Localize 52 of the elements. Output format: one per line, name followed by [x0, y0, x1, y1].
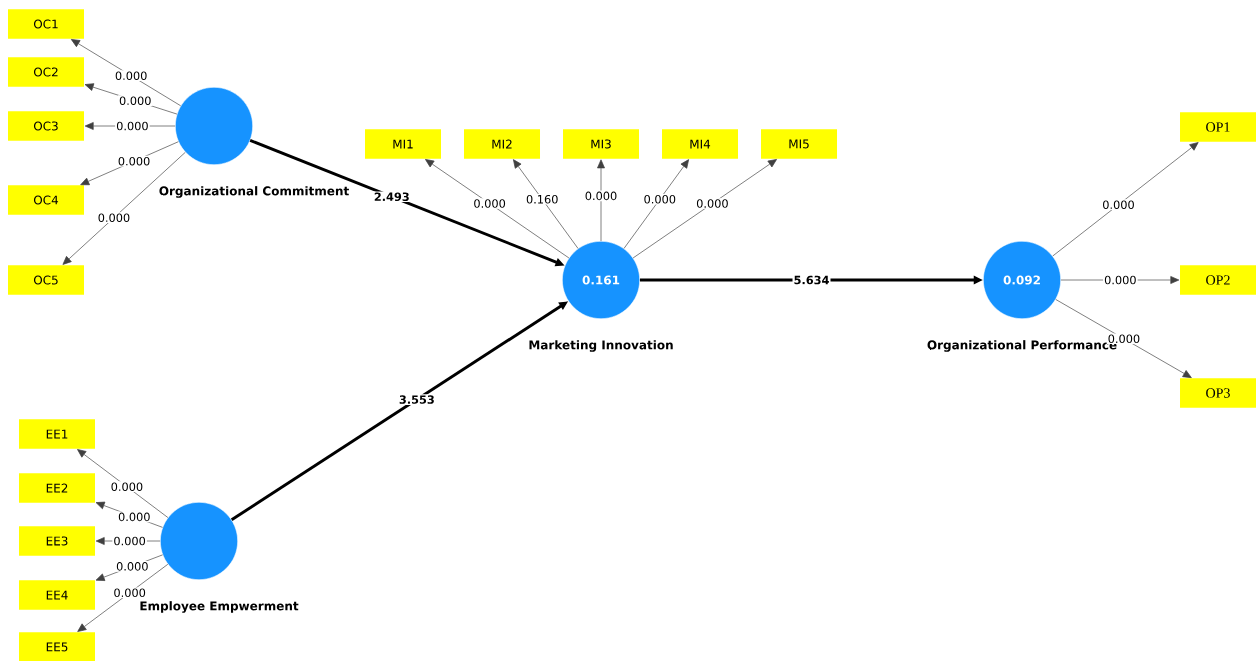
edge-label: 0.000: [472, 198, 507, 209]
indicator-box: OP2: [1180, 265, 1256, 295]
edge-label: 0.000: [117, 511, 152, 523]
edge-label: 0.160: [524, 193, 560, 205]
arrow: [77, 449, 169, 518]
edge-label: 3.553: [397, 394, 436, 405]
edge-label: 0.000: [115, 120, 150, 132]
indicator-box: OP3: [1180, 378, 1256, 408]
edge-label: 0.000: [1103, 274, 1138, 286]
construct-label: Marketing Innovation: [529, 340, 673, 352]
edge-label: 0.000: [112, 587, 147, 599]
indicator-box: MI2: [464, 129, 540, 159]
edge-label: 0.000: [695, 198, 730, 209]
edge-label: 0.000: [96, 212, 132, 224]
arrow: [597, 159, 605, 242]
arrow: [62, 151, 186, 265]
edge-label: 0.000: [112, 535, 147, 547]
indicator-box: OP1: [1180, 112, 1256, 142]
arrow: [623, 159, 689, 249]
edge-label: 0.000: [583, 190, 619, 202]
arrow: [77, 563, 169, 632]
indicator-box: OC3: [8, 111, 84, 141]
construct-label: Organizational Commitment: [159, 186, 349, 198]
indicator-box: OC4: [8, 185, 84, 215]
indicator-box: MI4: [662, 129, 738, 159]
edge-label: 0.000: [1101, 199, 1136, 211]
indicator-box: EE2: [19, 473, 95, 503]
arrow: [425, 159, 570, 259]
indicator-box: EE5: [19, 632, 95, 661]
indicator-box: OC1: [8, 9, 84, 39]
indicator-box: EE3: [19, 526, 95, 556]
arrow: [70, 39, 182, 107]
edge-label: 0.000: [113, 70, 149, 82]
arrow: [1055, 299, 1192, 378]
indicator-box: MI3: [563, 129, 639, 159]
edge-label: 0.000: [115, 561, 150, 572]
edge-label: 0.000: [109, 481, 145, 493]
edge-label: 5.634: [792, 274, 831, 286]
indicator-box: MI5: [761, 129, 837, 159]
indicator-box: OC2: [8, 57, 84, 87]
arrow: [1052, 142, 1199, 257]
edge-label: 0.000: [116, 155, 152, 167]
arrow: [513, 159, 579, 249]
edge-label: 0.000: [642, 193, 678, 205]
indicator-box: EE1: [19, 419, 95, 449]
indicator-box: MI1: [365, 129, 441, 159]
indicator-box: OC5: [8, 265, 84, 295]
edge-label: 0.000: [117, 95, 153, 107]
indicator-box: EE4: [19, 580, 95, 610]
edge-label: 2.493: [372, 191, 411, 203]
construct-label: Employee Empwerment: [140, 601, 299, 613]
arrow: [632, 159, 777, 259]
